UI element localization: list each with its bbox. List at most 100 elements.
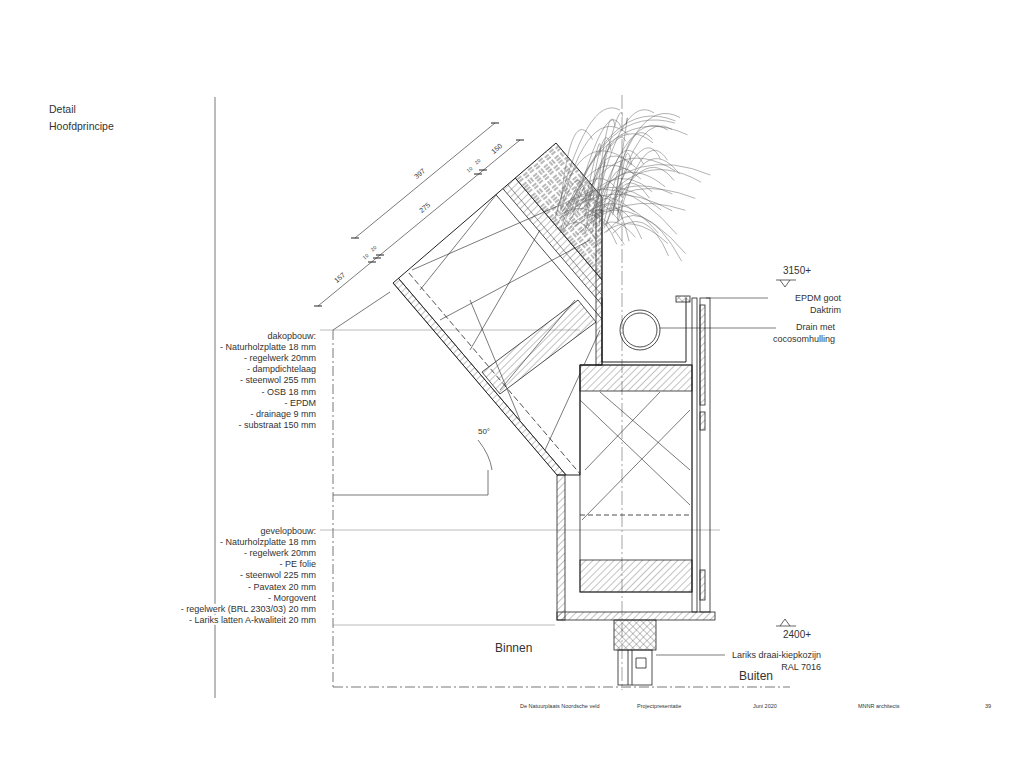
- line-stroke: [333, 330, 334, 687]
- path-stroke: [614, 126, 673, 208]
- angle-label: 50°: [477, 427, 491, 436]
- path-stroke: [613, 133, 653, 216]
- path-stroke: [556, 199, 620, 228]
- line-stroke: [622, 95, 623, 690]
- path-stroke: [560, 165, 641, 231]
- polygon-stroke: [476, 93, 764, 416]
- path-stroke: [561, 178, 623, 214]
- rect-stroke: [700, 570, 705, 600]
- path-stroke: [592, 186, 672, 212]
- line-stroke: [355, 123, 495, 238]
- sheet-title: Detail: [48, 103, 77, 115]
- level-mark: 2400+: [782, 629, 812, 641]
- path-stroke: [314, 123, 524, 306]
- dimension: 20: [369, 244, 378, 253]
- path-stroke: [563, 194, 672, 216]
- path-stroke: [555, 108, 620, 220]
- line-stroke: [318, 140, 520, 306]
- buildup-heading: gevelopbouw:: [259, 526, 317, 536]
- path-stroke: [606, 215, 681, 261]
- buildup-layer: - Naturholzplatte 18 mm: [219, 342, 317, 352]
- dimension: 20: [473, 157, 482, 166]
- callout-label: RAL 7016: [780, 662, 822, 672]
- rect-stroke: [557, 475, 565, 620]
- rect-stroke: [700, 305, 705, 405]
- dimension: 10: [465, 165, 474, 174]
- buildup-layer: - regelwerk (BRL 2303/03) 20 mm: [180, 604, 317, 614]
- buildup-layer: - Morgovent: [267, 592, 317, 602]
- buildup-layer: - regelwerk 20mm: [243, 353, 317, 363]
- buildup-layer: - Naturholzplatte 18 mm: [219, 537, 317, 547]
- buildup-layer: - PE folie: [278, 559, 317, 569]
- line-stroke: [333, 292, 390, 330]
- rect-stroke: [618, 650, 652, 685]
- callout-label: Daktrim: [809, 305, 842, 315]
- buildup-layer: - steenwol 225 mm: [239, 570, 317, 580]
- polygon-stroke: [482, 300, 596, 394]
- dimension: 397: [412, 167, 428, 182]
- buildup-layer: - EPDM: [284, 397, 318, 407]
- footer-text: Juni 2020: [752, 703, 778, 709]
- buildup-layer: - steenwol 255 mm: [239, 375, 317, 385]
- path-stroke: [570, 120, 675, 214]
- g-stroke: [555, 108, 710, 261]
- line-stroke: [468, 138, 710, 422]
- rect-stroke: [692, 298, 697, 612]
- line-stroke: [359, 232, 601, 516]
- path-stroke: [609, 148, 660, 211]
- rect-stroke: [580, 365, 692, 592]
- path-stroke: [594, 189, 695, 218]
- rect-stroke: [614, 620, 656, 650]
- footer-text: Projectpresentatie: [636, 703, 682, 709]
- path-stroke: [628, 650, 646, 685]
- callout-label: Drain met: [795, 322, 836, 332]
- path-stroke: [618, 150, 668, 223]
- zone-label: Buiten: [738, 670, 774, 684]
- zone-label: Binnen: [494, 642, 533, 656]
- footer-text: De Natuurplaats Noordsche veld: [519, 703, 601, 709]
- rect-stroke: [596, 210, 602, 365]
- path-stroke: [580, 392, 690, 520]
- polygon-stroke: [393, 143, 602, 475]
- path-stroke: [604, 167, 674, 228]
- rect-stroke: [700, 412, 705, 430]
- path-stroke: [573, 120, 622, 216]
- buildup-layer: - substraat 150 mm: [237, 420, 317, 430]
- rect-stroke: [580, 365, 692, 391]
- g-stroke: [354, 93, 764, 521]
- path-stroke: [613, 221, 669, 255]
- line-stroke: [333, 687, 790, 688]
- path-stroke: [566, 189, 677, 234]
- sheet-subtitle: Hoofdprincipe: [48, 120, 115, 132]
- path-stroke: [776, 619, 796, 626]
- line-stroke: [656, 655, 725, 656]
- buildup-layer: - regelwerk 20mm: [243, 548, 317, 558]
- circle-stroke: [623, 313, 657, 347]
- buildup-layer: - drainage 9 mm: [249, 409, 317, 419]
- dimension: 275: [417, 201, 433, 216]
- buildup-layer: - dampdichtelaag: [246, 364, 317, 374]
- path-stroke: [578, 203, 686, 234]
- line-stroke: [706, 298, 768, 299]
- line-stroke: [320, 530, 720, 531]
- buildup-heading: dakopbouw:: [266, 331, 317, 341]
- callout-label: Lariks draai-kiepkozijn: [731, 650, 822, 660]
- line-stroke: [660, 328, 776, 329]
- line-stroke: [333, 625, 555, 626]
- line-stroke: [580, 515, 692, 516]
- level-mark: 3150+: [782, 265, 812, 277]
- polygon-stroke: [464, 132, 718, 427]
- path-stroke: [599, 144, 611, 226]
- path-stroke: [560, 222, 599, 247]
- path-stroke: [606, 183, 649, 226]
- rect-stroke: [580, 560, 692, 592]
- rect-stroke: [676, 296, 690, 302]
- callout-label: cocosomhulling: [772, 334, 836, 344]
- path-stroke: [604, 113, 681, 224]
- rect-stroke: [557, 612, 715, 620]
- buildup-layer: - Lariks latten A-kwaliteit 20 mm: [188, 615, 317, 625]
- path-stroke: [776, 280, 796, 287]
- path-stroke: [478, 440, 492, 470]
